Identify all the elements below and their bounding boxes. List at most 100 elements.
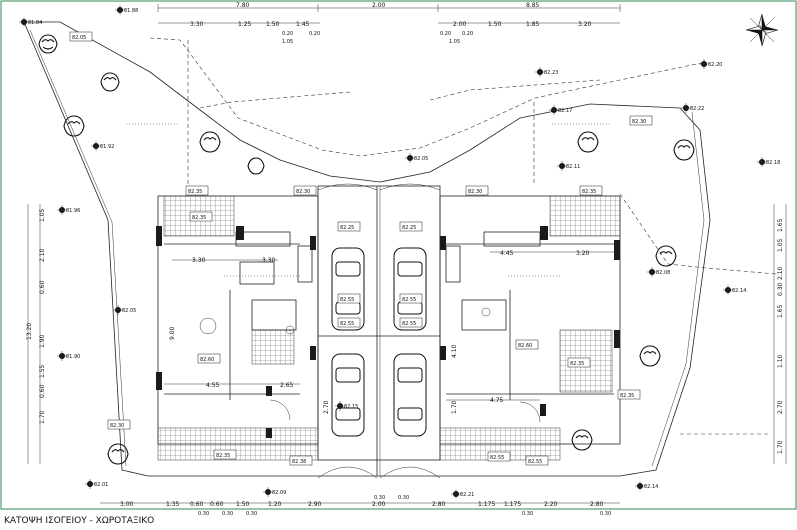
level-tag-value: 82.55	[402, 297, 416, 303]
dim-int-5: 4.75	[490, 397, 504, 404]
tree-icon	[247, 157, 265, 175]
dim-top3-4: 0.20	[462, 31, 473, 37]
level-tag-value: 82.35	[620, 393, 634, 399]
plot-boundary	[22, 21, 711, 477]
level-tag-value: 82.55	[402, 321, 416, 327]
level-tag: 82.35	[185, 185, 209, 196]
dim-top2-5: 2.00	[453, 21, 467, 28]
dim-int-8: 9.00	[169, 326, 176, 340]
level-tag: 82.55	[337, 317, 361, 328]
dim-bottom2-1: 0.30	[198, 511, 209, 517]
dim-int-11: 1.70	[451, 400, 458, 414]
dim-bottom2-7: 0.30	[600, 511, 611, 517]
spot-level: 81.84	[19, 17, 42, 27]
spot-level: 82.11	[557, 161, 580, 171]
level-tag: 82.35	[617, 389, 641, 400]
dim-int-7: 3.20	[576, 250, 590, 257]
level-tag-value: 82.55	[340, 321, 354, 327]
dim-bottom-11: 1.175	[504, 501, 521, 508]
dim-top3-5: 1.05	[282, 39, 293, 45]
level-tag: 82.30	[107, 419, 131, 430]
dim-left-5: 1.55	[39, 364, 46, 378]
dim-top2-7: 1.85	[526, 21, 540, 28]
dim-left-7: 1.70	[39, 410, 46, 424]
dim-int-4: 2.65	[280, 382, 294, 389]
bottom-dimension-chain: 3.00 1.35 0.60 0.60 1.50 1.20 2.90 2.00 …	[100, 495, 620, 517]
spot-level-value: 82.14	[644, 484, 658, 490]
level-tag: 82.55	[399, 293, 423, 304]
dim-bottom-13: 2.80	[590, 501, 604, 508]
spot-level-value: 82.23	[544, 70, 558, 76]
spot-level: 82.18	[757, 157, 780, 167]
level-tag-value: 82.05	[72, 35, 86, 41]
level-tag: 82.55	[487, 451, 511, 462]
spot-level: 82.09	[263, 487, 286, 497]
dim-bottom2-3: 0.30	[246, 511, 257, 517]
car-icon	[331, 353, 365, 437]
spot-level-value: 81.84	[28, 20, 42, 26]
right-dimension-chain: 1.65 1.05 2.10 0.30 1.65 1.10 2.70 1.70	[773, 204, 787, 464]
level-tag-value: 82.60	[518, 343, 532, 349]
dim-bottom2-5: 0.30	[398, 495, 409, 501]
tree-icon	[100, 72, 120, 92]
spot-levels: 81.8481.8881.9281.9682.0581.9082.0182.09…	[19, 5, 780, 499]
tree-icon	[63, 115, 85, 137]
level-tag: 82.38	[289, 455, 313, 466]
dim-int-10: 4.10	[451, 344, 458, 358]
level-tag: 82.60	[515, 339, 539, 350]
level-tag: 82.30	[629, 115, 653, 126]
drawing-title: ΚΑΤΟΨΗ ΙΣΟΓΕΙΟΥ - ΧΩΡΟΤΑΞΙΚΟ	[4, 516, 155, 526]
spot-level-value: 82.20	[708, 62, 722, 68]
tree-icon	[199, 131, 221, 153]
dim-bottom-4: 0.60	[210, 501, 224, 508]
dim-top3-6: 1.05	[449, 39, 460, 45]
dim-bottom2-2: 0.30	[222, 511, 233, 517]
car-icon	[393, 247, 427, 331]
spot-level-value: 82.11	[566, 164, 580, 170]
spot-level: 82.21	[451, 489, 474, 499]
dim-top2-3: 1.50	[266, 21, 280, 28]
level-tag-value: 82.55	[490, 455, 504, 461]
level-tag: 82.30	[465, 185, 489, 196]
level-tag-value: 82.30	[296, 189, 310, 195]
dim-bottom-2: 1.35	[166, 501, 180, 508]
level-tag: 82.55	[337, 293, 361, 304]
dim-top3-1: 0.20	[282, 31, 293, 37]
top-dimension-chain: 7.80 2.00 8.85 3.30 1.25 1.50 1.45 2.00 …	[157, 2, 621, 45]
level-tag-value: 82.30	[468, 189, 482, 195]
dim-top3-2: 0.20	[309, 31, 320, 37]
dim-top-1: 7.80	[236, 2, 250, 9]
level-tag-value: 82.35	[570, 361, 584, 367]
level-tag-value: 82.30	[632, 119, 646, 125]
spot-level: 81.96	[57, 205, 80, 215]
tree-icon	[38, 34, 58, 54]
dim-right-2: 1.05	[777, 238, 784, 252]
spot-level-value: 82.17	[558, 108, 572, 114]
tree-icon	[571, 429, 593, 451]
dim-bottom-3: 0.60	[190, 501, 204, 508]
level-tag: 82.25	[337, 221, 361, 232]
dim-bottom-9: 2.80	[432, 501, 446, 508]
spot-level-value: 82.01	[94, 482, 108, 488]
level-tag: 82.35	[579, 185, 603, 196]
dim-left-total: 13.20	[26, 323, 33, 340]
level-tag-value: 82.55	[340, 297, 354, 303]
level-tag: 82.55	[399, 317, 423, 328]
dim-top2-4: 1.45	[296, 21, 310, 28]
spot-level: 82.05	[113, 305, 136, 315]
dim-left-4: 1.90	[39, 334, 46, 348]
level-tag: 82.35	[567, 357, 591, 368]
tree-icon	[107, 443, 129, 465]
dim-int-2: 3.30	[262, 257, 276, 264]
car-icon	[393, 353, 427, 437]
spot-level-value: 81.92	[100, 144, 114, 150]
spot-level: 82.14	[723, 285, 746, 295]
dim-int-9: 2.70	[323, 400, 330, 414]
spot-level: 81.92	[91, 141, 114, 151]
spot-level-value: 82.21	[460, 492, 474, 498]
level-tag-value: 82.35	[582, 189, 596, 195]
dim-top-2: 2.00	[372, 2, 386, 9]
level-tag-value: 82.35	[188, 189, 202, 195]
spot-level: 82.08	[647, 267, 670, 277]
